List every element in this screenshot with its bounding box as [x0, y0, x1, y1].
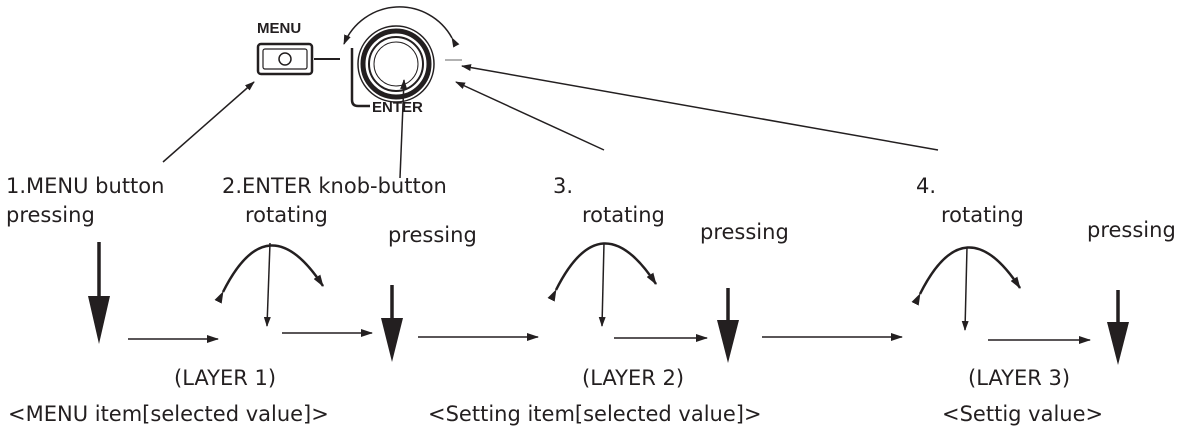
- step3-rotating: rotating: [582, 203, 665, 227]
- step2-label: 2.ENTER knob-button: [222, 174, 447, 198]
- menu-label: MENU: [257, 20, 301, 37]
- step3-number: 3.: [553, 174, 573, 198]
- step2-pressing: pressing: [388, 223, 477, 247]
- enter-bracket: [350, 48, 370, 108]
- step4-number: 4.: [916, 174, 936, 198]
- layer3-desc: <Settig value>: [942, 402, 1103, 426]
- layer3-name: (LAYER 3): [968, 366, 1070, 390]
- layer2-name: (LAYER 2): [582, 366, 684, 390]
- flow-arrows: [88, 242, 1129, 365]
- step4-rotating: rotating: [941, 203, 1024, 227]
- layer1-name: (LAYER 1): [174, 366, 276, 390]
- knob-rotation-arrow: [343, 6, 460, 48]
- layer1-desc: <MENU item[selected value]>: [8, 402, 329, 426]
- enter-label: ENTER: [372, 99, 423, 116]
- pointer-lines: [162, 64, 939, 179]
- step2-rotating: rotating: [245, 203, 328, 227]
- step4-pressing: pressing: [1087, 218, 1176, 242]
- control-panel: MENU ENTER: [256, 6, 462, 116]
- step1-action: pressing: [6, 203, 95, 227]
- step1-label: 1.MENU button: [6, 174, 164, 198]
- menu-button[interactable]: [256, 42, 314, 76]
- enter-knob[interactable]: [357, 25, 435, 103]
- step3-pressing: pressing: [700, 220, 789, 244]
- layer2-desc: <Setting item[selected value]>: [428, 402, 762, 426]
